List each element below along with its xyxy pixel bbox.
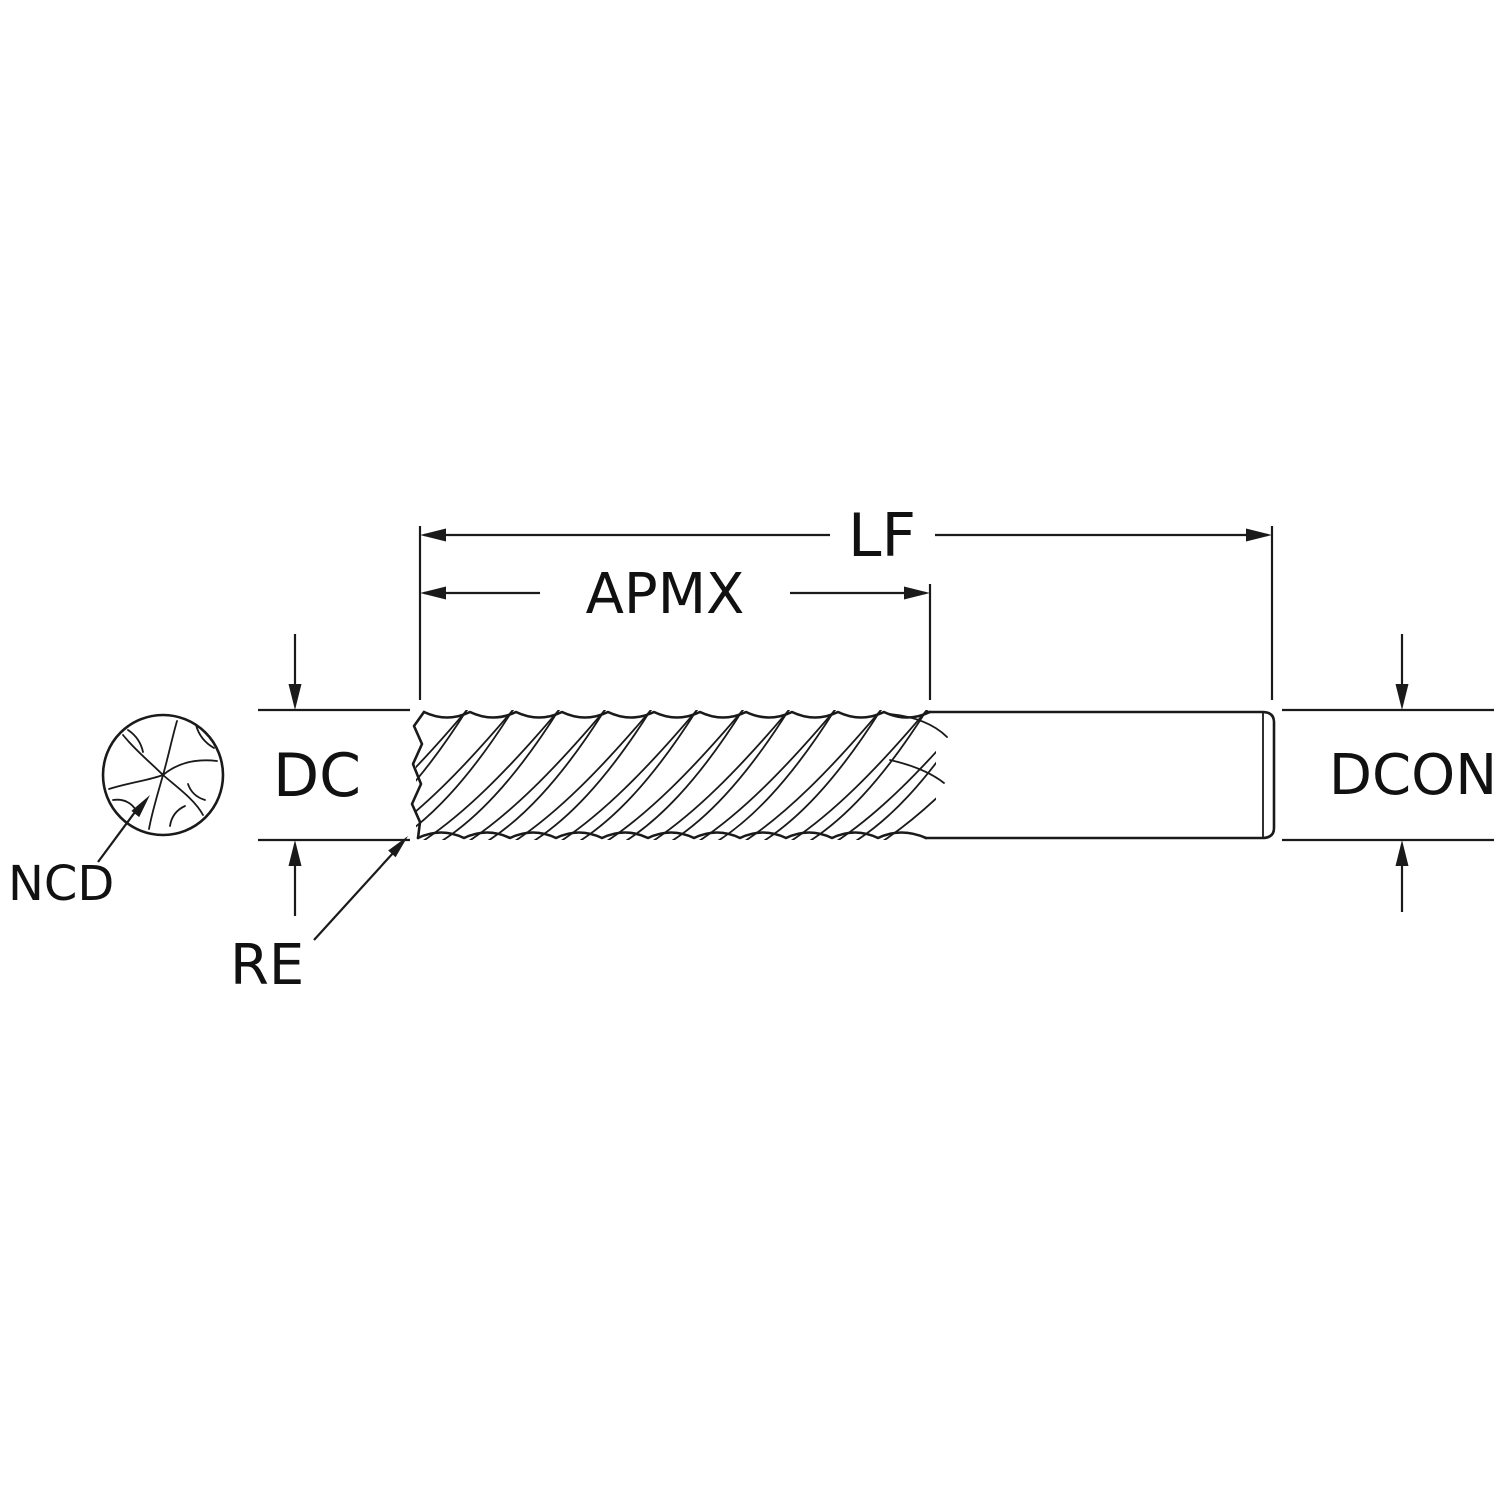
flute-runout-tips [889, 713, 948, 784]
tool-body [410, 710, 1276, 840]
end-view-outline [101, 713, 225, 837]
lf-arrow-right-icon [1246, 528, 1272, 542]
end-view-section [101, 713, 225, 837]
ncd-label: NCD [8, 856, 114, 912]
ncd-arrow-icon [131, 795, 150, 818]
flute-bottom-edge [416, 831, 928, 840]
re-leader-line [313, 851, 395, 941]
callout-ncd: NCD [8, 795, 150, 912]
callout-re: RE [230, 836, 408, 998]
dimension-dcon: DCON [1282, 634, 1497, 912]
lf-label-halo [830, 500, 935, 568]
re-arrow-icon [388, 836, 408, 858]
shank-outline [924, 710, 1276, 840]
dcon-label: DCON [1329, 743, 1497, 808]
flute-main-lines [416, 710, 936, 840]
flute-left-edge [410, 710, 426, 840]
dc-label: DC [273, 741, 361, 811]
lf-arrow-left-icon [420, 528, 446, 542]
flute-secondary-lines [416, 710, 936, 840]
re-label: RE [230, 933, 304, 998]
dc-arrow-up-icon [288, 840, 302, 866]
ncd-leader-line [97, 807, 139, 863]
dimension-dc: DC [258, 634, 410, 916]
dimension-lf: LF [418, 500, 1274, 700]
end-view-flute-spokes [108, 720, 218, 830]
lf-label: LF [848, 501, 916, 571]
apmx-label: APMX [586, 562, 745, 627]
apmx-arrow-left-icon [420, 586, 446, 600]
flute-texture [416, 710, 936, 840]
dcon-arrow-up-icon [1395, 840, 1409, 866]
dimension-apmx: APMX [420, 560, 932, 700]
dc-arrow-down-icon [288, 684, 302, 710]
dcon-arrow-down-icon [1395, 684, 1409, 710]
end-view-flute-gashes [112, 724, 215, 827]
apmx-label-halo [540, 560, 790, 624]
flute-top-edge [422, 710, 932, 719]
apmx-arrow-right-icon [904, 586, 930, 600]
